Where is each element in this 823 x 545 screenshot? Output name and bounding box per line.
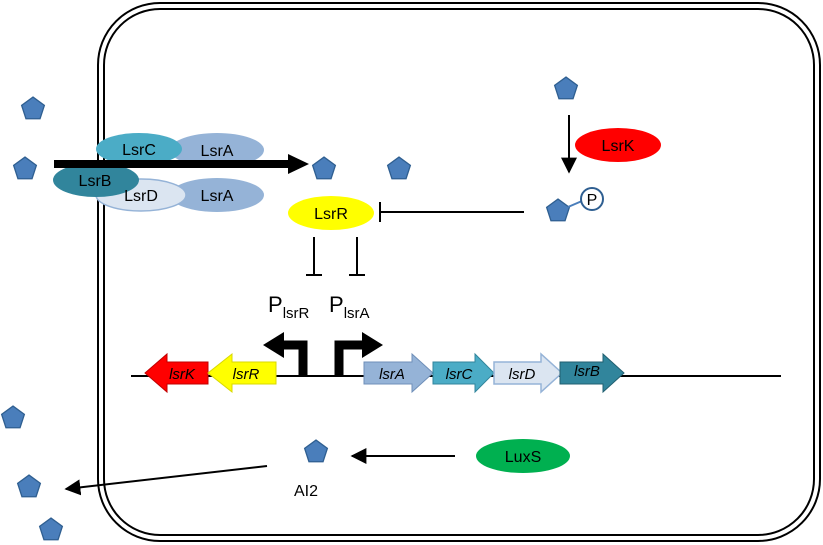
gene-lsrD-label: lsrD — [509, 366, 536, 383]
gene-lsrK — [144, 352, 209, 394]
lsrB-protein — [53, 163, 139, 197]
lsrB-label: LsrB — [79, 173, 112, 190]
ai2-molecule — [12, 156, 38, 180]
lsrA-top-protein — [170, 133, 264, 167]
lsrK-protein — [575, 128, 661, 162]
lsrA-bottom-protein — [170, 178, 264, 212]
luxS-synthesis: LuxS AI2 — [64, 439, 570, 500]
ai2-phosphorylated — [545, 198, 571, 222]
promoter-lsrR-label: PlsrR — [268, 292, 310, 322]
lsrK-label: LsrK — [602, 138, 635, 155]
phosphate-bond — [567, 200, 583, 208]
lsrR-protein — [288, 196, 374, 230]
ai2-molecule — [38, 517, 64, 541]
promoter-lsrR-arrow — [282, 340, 308, 376]
gene-lsrK-label: lsrK — [169, 366, 196, 383]
lsrA-top-label: LsrA — [201, 143, 234, 160]
gene-lsrB-label: lsrB — [574, 363, 600, 380]
ai2-molecule — [303, 439, 329, 463]
export-arrow — [64, 465, 268, 496]
gene-lsrA-label: lsrA — [379, 366, 405, 383]
gene-lsrD — [493, 352, 564, 394]
luxS-protein — [476, 439, 570, 473]
lsrC-label: LsrC — [122, 142, 156, 159]
lsrR-label: LsrR — [314, 206, 348, 223]
lsrA-bottom-label: LsrA — [201, 188, 234, 205]
promoter-lsrA-arrow — [334, 340, 364, 376]
promoter-lsrA-label: PlsrA — [329, 292, 370, 322]
ai2-label: AI2 — [294, 483, 318, 500]
lsrC-protein — [96, 133, 182, 165]
lsr-transporter: LsrC LsrA LsrB LsrD LsrA — [53, 133, 309, 212]
cell-membrane — [97, 2, 821, 542]
promoters: PlsrR PlsrA — [263, 292, 383, 376]
gene-lsrC — [432, 352, 495, 394]
gene-lsrB — [559, 352, 625, 394]
ai2-molecule — [16, 474, 42, 498]
ai2-molecule — [553, 76, 579, 100]
gene-lsrR — [207, 352, 277, 394]
gene-lsrA — [363, 352, 434, 394]
lsrD-label: LsrD — [124, 188, 158, 205]
lsrK-phosphorylation: LsrK P — [561, 115, 661, 211]
gene-lsrC-label: lsrC — [446, 366, 473, 383]
ai2-molecule — [0, 405, 26, 429]
lsrR-regulation: LsrR — [288, 196, 524, 276]
ai2-molecule — [20, 96, 46, 120]
ai2-molecule — [386, 156, 412, 180]
luxS-label: LuxS — [505, 449, 541, 466]
lsr-operon: lsrK lsrR lsrA lsrC lsrD lsrB — [144, 352, 625, 394]
ai2-molecule — [311, 156, 337, 180]
gene-lsrR-label: lsrR — [233, 366, 260, 383]
phosphate-group — [580, 187, 604, 211]
import-arrowhead — [288, 154, 309, 174]
phosphate-label: P — [587, 192, 598, 209]
